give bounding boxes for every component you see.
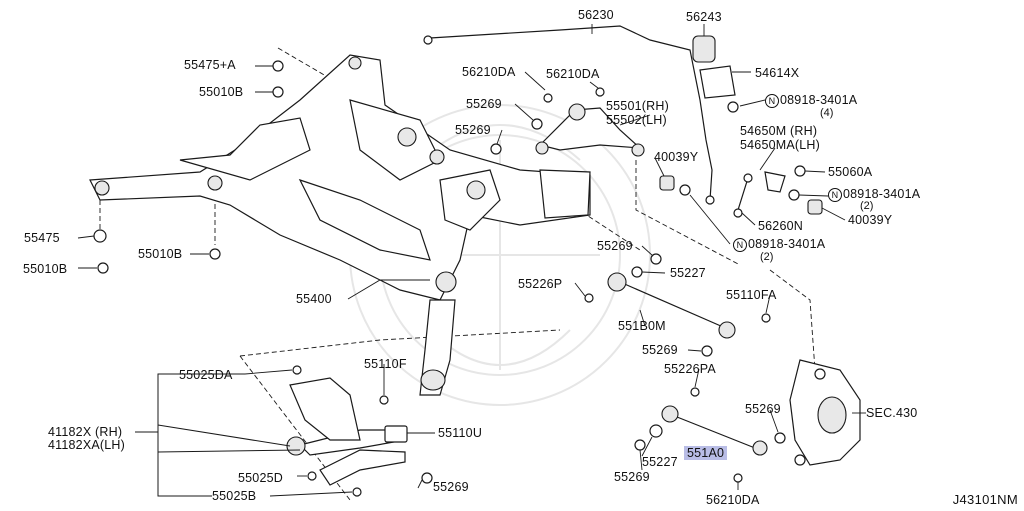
- label-55227-2[interactable]: 55227: [642, 455, 678, 469]
- upper-link-55501[interactable]: [535, 103, 645, 157]
- label-551a0[interactable]: 551A0: [684, 446, 728, 460]
- label-55110u[interactable]: 55110U: [438, 426, 483, 440]
- label-55475-a[interactable]: 55475+A: [184, 58, 236, 72]
- label-55025da[interactable]: 55025DA: [179, 368, 233, 382]
- label-08918-3401a-2-text: 08918-3401A: [843, 187, 921, 201]
- label-55226p[interactable]: 55226P: [518, 277, 563, 291]
- lower-link-551B0M[interactable]: [607, 272, 736, 339]
- bracket-55025B[interactable]: [319, 449, 406, 486]
- n-circle-icon: N: [828, 188, 842, 202]
- label-55269-5[interactable]: 55269: [745, 402, 781, 416]
- qty-08918-3401a-1: (4): [820, 107, 834, 119]
- qty-08918-3401a-2: (2): [860, 200, 874, 212]
- label-08918-3401a-3-text: 08918-3401A: [748, 237, 826, 251]
- label-56230[interactable]: 56230: [578, 8, 614, 22]
- label-56243[interactable]: 56243: [686, 10, 722, 24]
- label-55502[interactable]: 55502(LH): [606, 113, 667, 127]
- label-55010b-2[interactable]: 55010B: [138, 247, 183, 261]
- label-56210da-1[interactable]: 56210DA: [462, 65, 516, 79]
- label-55010b-3[interactable]: 55010B: [23, 262, 68, 276]
- qty-08918-3401a-3: (2): [760, 251, 774, 263]
- label-sec-430[interactable]: SEC.430: [866, 406, 918, 420]
- lower-link-551A0[interactable]: [661, 405, 768, 456]
- label-54650m[interactable]: 54650M (RH): [740, 124, 818, 138]
- label-55025b[interactable]: 55025B: [212, 489, 257, 503]
- label-55501[interactable]: 55501(RH): [606, 99, 669, 113]
- label-55269-2[interactable]: 55269: [455, 123, 491, 137]
- label-55110f[interactable]: 55110F: [364, 357, 407, 371]
- label-40039y-2[interactable]: 40039Y: [848, 213, 893, 227]
- label-55269-6[interactable]: 55269: [433, 480, 469, 494]
- connecting-rod-54650M[interactable]: [733, 171, 786, 218]
- label-56260n[interactable]: 56260N: [758, 219, 803, 233]
- n-circle-icon: N: [733, 238, 747, 252]
- label-41182x[interactable]: 41182X (RH): [48, 425, 123, 439]
- label-55025d[interactable]: 55025D: [238, 471, 283, 485]
- label-56210da-3[interactable]: 56210DA: [706, 493, 760, 507]
- group-bracket: [135, 373, 301, 497]
- diagram-code: J43101NM: [952, 492, 1018, 507]
- label-41182xa[interactable]: 41182XA(LH): [48, 438, 126, 452]
- fasteners: [93, 60, 806, 497]
- label-55400[interactable]: 55400: [296, 292, 332, 306]
- axle-housing-sec430[interactable]: [789, 359, 861, 466]
- label-55060a[interactable]: 55060A: [828, 165, 873, 179]
- label-55226pa[interactable]: 55226PA: [664, 362, 716, 376]
- bushing-clamp-54614X[interactable]: [699, 65, 739, 113]
- label-56210da-2[interactable]: 56210DA: [546, 67, 600, 81]
- bracket-55025DA[interactable]: [289, 377, 361, 441]
- leader-lines: [77, 24, 866, 497]
- label-54650ma[interactable]: 54650MA(LH): [740, 138, 821, 152]
- label-55269-4[interactable]: 55269: [642, 343, 678, 357]
- label-55269-3[interactable]: 55269: [597, 239, 633, 253]
- n-circle-icon: N: [765, 94, 779, 108]
- label-08918-3401a-1-text: 08918-3401A: [780, 93, 858, 107]
- subframe-55400[interactable]: [89, 54, 591, 396]
- label-55227-1[interactable]: 55227: [670, 266, 706, 280]
- label-55269-7[interactable]: 55269: [614, 470, 650, 484]
- label-55010b-1[interactable]: 55010B: [199, 85, 244, 99]
- label-54614x[interactable]: 54614X: [755, 66, 800, 80]
- label-55269-1[interactable]: 55269: [466, 97, 502, 111]
- label-551b0m[interactable]: 551B0M: [618, 319, 666, 333]
- stabilizer-bushing-56243[interactable]: [692, 35, 716, 63]
- label-55110fa[interactable]: 55110FA: [726, 288, 777, 302]
- label-55475[interactable]: 55475: [24, 231, 60, 245]
- label-40039y-1[interactable]: 40039Y: [654, 150, 699, 164]
- bushings-40039Y[interactable]: [659, 175, 823, 215]
